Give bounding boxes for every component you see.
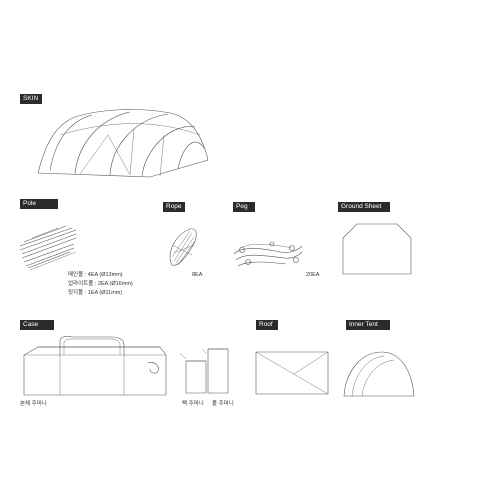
pole-spec-main: 메인폴 : 4EA (Ø13mm) (68, 272, 123, 278)
rope-label: Rope (163, 202, 185, 212)
peg-and-pole-bags-illustration (179, 348, 229, 394)
ground-sheet-label: Ground Sheet (338, 202, 390, 212)
pole-spec-ridge: 릿지폴 : 1EA (Ø11mm) (68, 290, 123, 296)
ground-sheet-illustration (342, 223, 412, 275)
inner-tent-illustration (343, 351, 415, 397)
case-bag-illustration (23, 335, 167, 396)
peg-bundle-illustration (233, 241, 303, 267)
peg-count: 20EA (306, 272, 320, 278)
peg-label: Peg (233, 202, 255, 212)
inner-tent-label: Inner Tent (346, 320, 390, 330)
pole-bundle-illustration (19, 225, 77, 271)
case-caption: 본체 주머니 (20, 401, 47, 407)
rope-count: 8EA (192, 272, 203, 278)
roof-illustration (255, 351, 329, 395)
pole-label: Pole (20, 199, 58, 209)
skin-tent-illustration (37, 109, 209, 178)
pole-bag-caption: 폴 주머니 (212, 401, 234, 407)
roof-label: Roof (256, 320, 278, 330)
pole-spec-upright: 업라이트폴 : 2EA (Ø16mm) (68, 281, 133, 287)
skin-label: SKIN (20, 94, 42, 104)
peg-bag-caption: 펙 주머니 (182, 401, 204, 407)
case-label: Case (20, 320, 54, 330)
rope-coil-illustration (169, 228, 197, 266)
